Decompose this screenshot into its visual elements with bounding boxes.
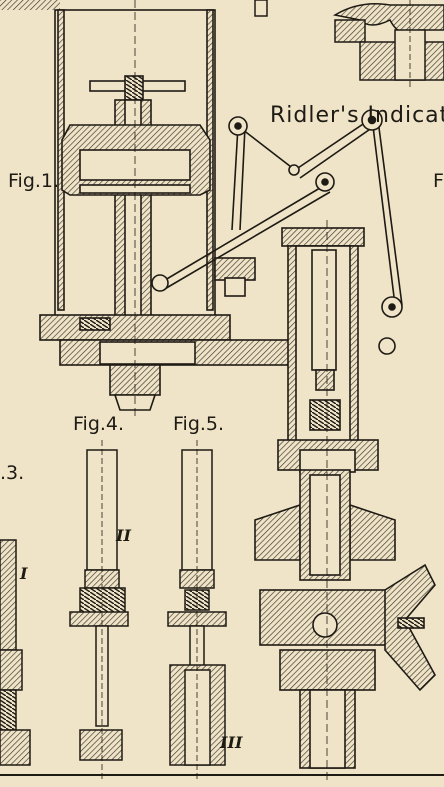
roman-III-label: III <box>220 733 243 752</box>
roman-II-label: II <box>116 526 131 545</box>
fig1-cylinder <box>39 0 296 420</box>
linkage-arms <box>151 109 403 355</box>
main-indicator-body <box>254 220 436 780</box>
fig4-detail <box>69 440 129 780</box>
top-right-valve-fragment <box>332 0 444 90</box>
fig5-detail <box>167 440 227 780</box>
top-left-hatch <box>0 0 60 10</box>
fig3-fragment <box>0 539 31 766</box>
roman-I-label: I <box>20 564 28 583</box>
top-fragment <box>254 0 268 17</box>
fig4-label: Fig.4. <box>73 413 125 435</box>
fig5-label: Fig.5. <box>173 413 225 435</box>
fig3-label: .3. <box>0 462 25 484</box>
plate-title: Ridler's Indicat <box>270 103 444 128</box>
fig-f-label: F <box>433 170 444 192</box>
fig1-label: Fig.1. <box>8 170 60 192</box>
